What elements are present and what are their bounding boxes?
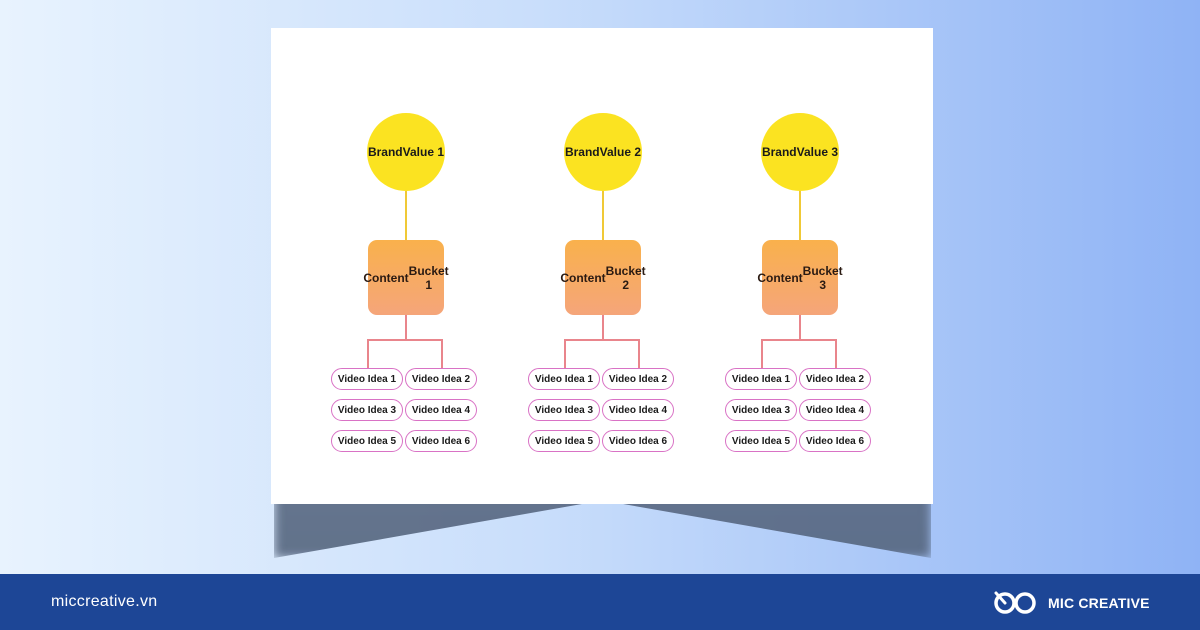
content-bucket-label: Content <box>363 270 409 285</box>
content-bucket-label: Content <box>560 270 606 285</box>
brand-value-label: Value 1 <box>402 145 445 159</box>
content-bucket-label: Bucket 3 <box>802 263 843 292</box>
tree-connector <box>564 339 640 341</box>
content-bucket-label: Bucket 1 <box>408 263 449 292</box>
tree-connector <box>761 339 763 368</box>
video-idea-6: Video Idea 6 <box>405 430 477 452</box>
tree-connector <box>367 339 443 341</box>
video-idea-6: Video Idea 6 <box>602 430 674 452</box>
video-idea-5: Video Idea 5 <box>528 430 600 452</box>
tree-connector <box>835 339 837 368</box>
tree-connector <box>638 339 640 368</box>
video-idea-3: Video Idea 3 <box>528 399 600 421</box>
tree-connector <box>761 339 837 341</box>
video-idea-1: Video Idea 1 <box>331 368 403 390</box>
video-idea-2: Video Idea 2 <box>405 368 477 390</box>
video-idea-3: Video Idea 3 <box>725 399 797 421</box>
tree-connector <box>441 339 443 368</box>
brand-block: MIC CREATIVE <box>992 588 1150 618</box>
value-bucket-connector <box>405 191 407 241</box>
tree-connector <box>564 339 566 368</box>
footer-bar: miccreative.vn MIC CREATIVE <box>0 574 1200 630</box>
video-idea-2: Video Idea 2 <box>799 368 871 390</box>
video-idea-2: Video Idea 2 <box>602 368 674 390</box>
content-bucket-label: Content <box>757 270 803 285</box>
tree-connector <box>367 339 369 368</box>
brand-value-label: Value 3 <box>796 145 839 159</box>
video-idea-3: Video Idea 3 <box>331 399 403 421</box>
brand-value-label: Brand <box>367 145 403 159</box>
brand-value-label: Brand <box>564 145 600 159</box>
video-idea-4: Video Idea 4 <box>602 399 674 421</box>
video-idea-1: Video Idea 1 <box>528 368 600 390</box>
value-bucket-connector <box>799 191 801 241</box>
brand-value-label: Value 2 <box>599 145 642 159</box>
video-idea-1: Video Idea 1 <box>725 368 797 390</box>
video-idea-4: Video Idea 4 <box>799 399 871 421</box>
video-idea-6: Video Idea 6 <box>799 430 871 452</box>
tree-connector <box>799 315 801 340</box>
tree-connector <box>405 315 407 340</box>
video-idea-4: Video Idea 4 <box>405 399 477 421</box>
brand-name: MIC CREATIVE <box>1048 595 1150 611</box>
site-url[interactable]: miccreative.vn <box>51 593 158 610</box>
brand-value-label: Brand <box>761 145 797 159</box>
content-bucket-label: Bucket 2 <box>605 263 646 292</box>
tree-connector <box>602 315 604 340</box>
video-idea-5: Video Idea 5 <box>331 430 403 452</box>
mic-creative-logo-icon <box>994 591 1036 614</box>
value-bucket-connector <box>602 191 604 241</box>
video-idea-5: Video Idea 5 <box>725 430 797 452</box>
